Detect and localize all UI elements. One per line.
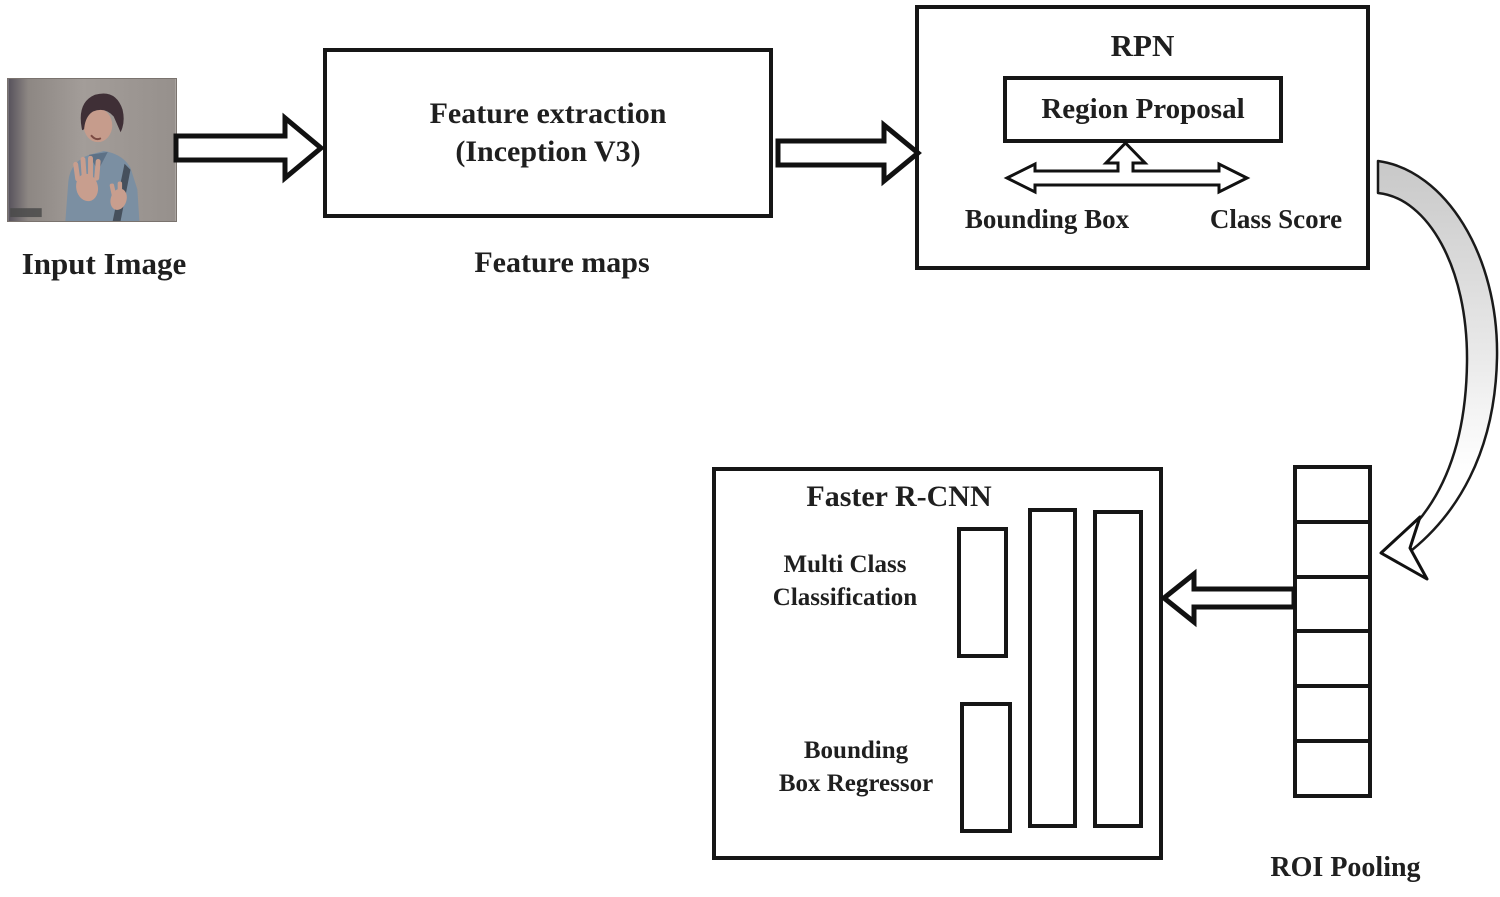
person-figure	[8, 79, 176, 221]
faster-rcnn-box	[712, 467, 1163, 860]
roi-pooling-stack	[1293, 465, 1372, 798]
multi-class-classification-label: Multi Class Classification	[745, 548, 945, 614]
bbox-regressor-line1: Bounding	[803, 737, 909, 764]
feature-maps-caption: Feature maps	[474, 246, 650, 279]
input-to-feature-arrow	[173, 112, 325, 184]
multi-class-line2: Classification	[772, 584, 918, 611]
bounding-box-label: Bounding Box	[964, 204, 1130, 234]
multi-class-line1: Multi Class	[783, 551, 907, 578]
rpn-title: RPN	[1110, 28, 1175, 63]
input-image-caption: Input Image	[21, 246, 187, 281]
second-hand	[109, 181, 127, 210]
person-face	[83, 108, 113, 143]
feature-to-rpn-arrow	[775, 119, 922, 187]
fc-layer-box-1	[1028, 508, 1077, 828]
person-mouth	[90, 134, 102, 141]
region-proposal-box: Region Proposal	[1003, 76, 1283, 143]
roi-cell	[1297, 519, 1368, 575]
roi-cell	[1297, 629, 1368, 684]
roi-cell	[1297, 574, 1368, 630]
raised-hand	[73, 155, 101, 202]
roi-to-faster-arrow	[1159, 568, 1297, 628]
fc-layer-box-2	[1093, 510, 1143, 828]
bbox-regressor-line2: Box Regressor	[778, 770, 934, 797]
feature-extraction-line1: Feature extraction	[429, 97, 667, 130]
feature-extraction-box: Feature extraction (Inception V3)	[323, 48, 773, 218]
rpn-to-roi-curved-arrow	[1376, 159, 1499, 552]
classification-layer-box	[957, 527, 1008, 658]
feature-extraction-line2: (Inception V3)	[455, 135, 641, 168]
person-hair	[80, 93, 124, 133]
curved-arrow-head	[1379, 515, 1429, 581]
input-image-photo	[7, 78, 177, 222]
class-score-label: Class Score	[1209, 204, 1343, 234]
roi-cell	[1297, 739, 1368, 794]
photo-watermark	[10, 208, 42, 218]
roi-cell	[1297, 469, 1368, 520]
faster-rcnn-title: Faster R-CNN	[806, 480, 992, 513]
regressor-layer-box	[960, 702, 1012, 833]
roi-cell	[1297, 684, 1368, 739]
roi-pooling-caption: ROI Pooling	[1270, 852, 1421, 883]
bounding-box-regressor-label: Bounding Box Regressor	[741, 734, 971, 800]
